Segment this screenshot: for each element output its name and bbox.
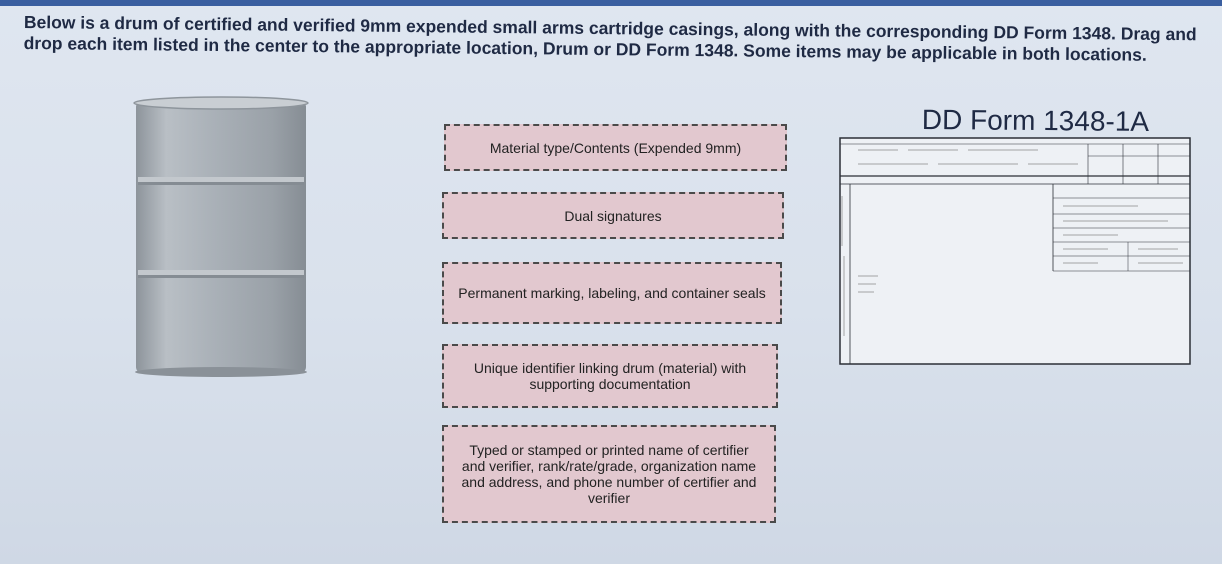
drum-image (133, 96, 309, 377)
drag-item-permanent-marking[interactable]: Permanent marking, labeling, and contain… (442, 262, 782, 324)
drag-item-dual-signatures[interactable]: Dual signatures (442, 192, 784, 239)
form-title: DD Form 1348-1A (921, 104, 1150, 137)
dd-form-1348-image (839, 137, 1191, 365)
drag-item-unique-identifier[interactable]: Unique identifier linking drum (material… (442, 344, 778, 408)
drag-item-certifier-verifier-info[interactable]: Typed or stamped or printed name of cert… (442, 425, 776, 523)
instructions-text: Below is a drum of certified and verifie… (23, 12, 1197, 65)
drag-item-material-type[interactable]: Material type/Contents (Expended 9mm) (444, 124, 787, 171)
drum-drop-target[interactable] (128, 95, 313, 380)
dd-form-drop-target[interactable] (838, 136, 1208, 366)
top-accent-bar (0, 0, 1222, 6)
drag-items-area: Material type/Contents (Expended 9mm) Du… (440, 120, 800, 530)
